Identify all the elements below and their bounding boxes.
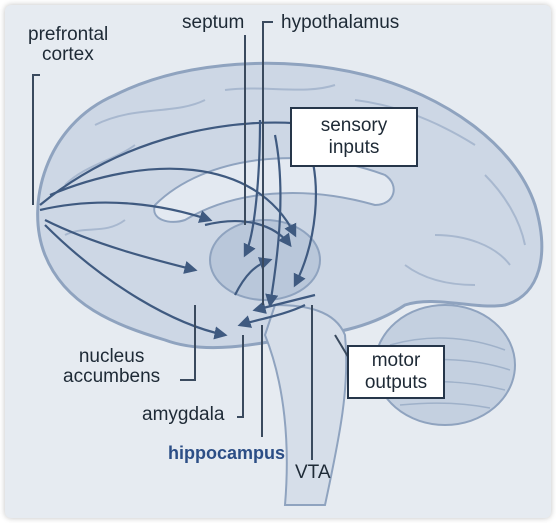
sensory-inputs-box: sensory inputs <box>290 107 418 167</box>
sensory-inputs-line1: sensory <box>321 115 388 137</box>
nucleus-accumbens-line1: nucleus <box>63 347 160 367</box>
nucleus-accumbens-line2: accumbens <box>63 367 160 387</box>
motor-outputs-box: motor outputs <box>347 345 445 399</box>
motor-outputs-line1: motor <box>365 350 427 372</box>
motor-outputs-line2: outputs <box>365 372 427 394</box>
brain-illustration <box>5 5 551 518</box>
amygdala-label: amygdala <box>142 405 224 425</box>
vta-label: VTA <box>295 463 331 483</box>
sensory-inputs-line2: inputs <box>321 137 388 159</box>
prefrontal-cortex-line1: prefrontal <box>28 25 108 45</box>
thalamus <box>210 220 320 300</box>
hippocampus-label: hippocampus <box>168 443 285 463</box>
diagram-canvas: prefrontal cortex septum hypothalamus se… <box>5 5 551 518</box>
hypothalamus-label: hypothalamus <box>281 13 399 33</box>
prefrontal-cortex-label: prefrontal cortex <box>28 25 108 65</box>
septum-label: septum <box>182 13 244 33</box>
nucleus-accumbens-label: nucleus accumbens <box>63 347 160 387</box>
prefrontal-cortex-line2: cortex <box>28 45 108 65</box>
